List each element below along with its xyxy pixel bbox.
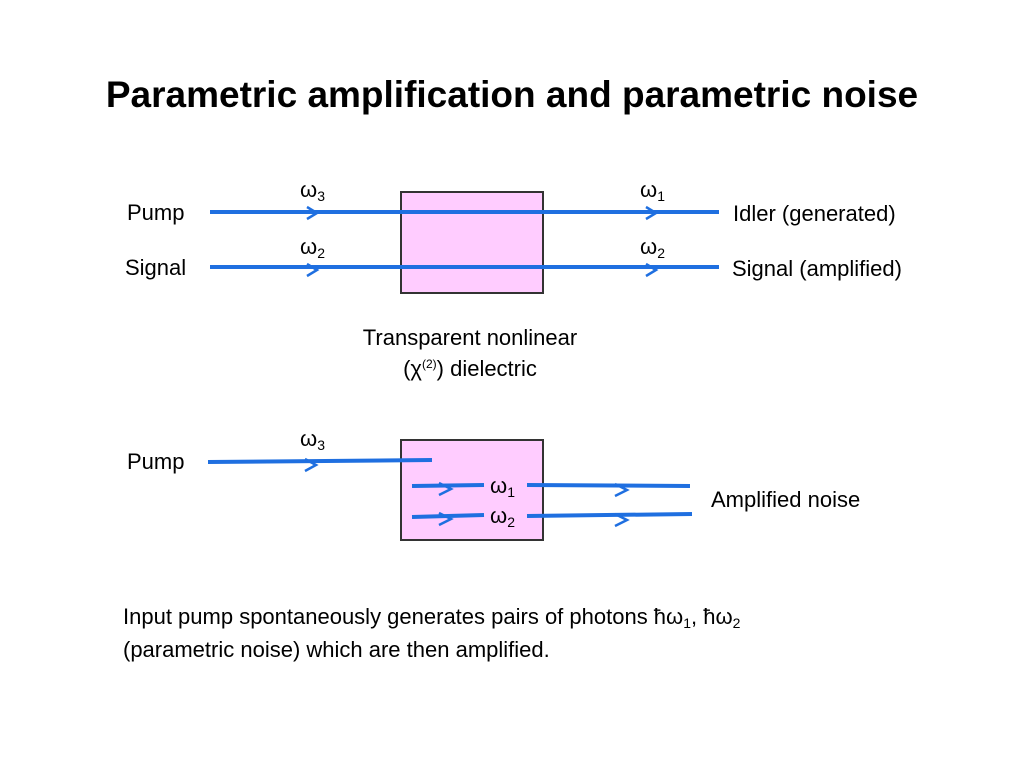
arrow-photon2-inner: [438, 511, 454, 527]
crystal-caption-line2: (χ(2)) dielectric: [403, 356, 537, 381]
note-line1: Input pump spontaneously generates pairs…: [123, 604, 741, 631]
note-line2: (parametric noise) which are then amplif…: [123, 637, 550, 662]
arrow-photon2-out: [614, 512, 630, 528]
omega3-label-bottom: ω3: [300, 426, 325, 453]
arrow-signal-in: [306, 262, 320, 278]
slide-title: Parametric amplification and parametric …: [105, 74, 919, 115]
explanation-note: Input pump spontaneously generates pairs…: [123, 600, 903, 666]
arrow-signal-out: [645, 262, 659, 278]
omega2-label-pair: ω2: [490, 503, 515, 530]
amplified-noise-label: Amplified noise: [711, 487, 861, 512]
photon2-beam-out: [526, 512, 693, 518]
omega2-label-in: ω2: [300, 234, 325, 261]
arrow-photon1-inner: [438, 481, 454, 497]
omega3-label-top: ω3: [300, 177, 325, 204]
omega2-label-out: ω2: [640, 234, 665, 261]
pump-label-top: Pump: [127, 200, 185, 225]
pump-label-bottom: Pump: [127, 449, 185, 474]
photon1-beam-inner: [411, 483, 485, 488]
omega1-label-pair: ω1: [490, 473, 515, 500]
crystal-box-bottom: [400, 439, 544, 541]
signal-label-top: Signal: [125, 255, 187, 280]
omega1-label-out: ω1: [640, 177, 665, 204]
arrow-photon1-out: [614, 482, 630, 498]
idler-label: Idler (generated): [733, 201, 896, 226]
arrow-idler-out: [645, 205, 659, 221]
crystal-caption-line1: Transparent nonlinear: [362, 325, 578, 350]
arrow-pump-in: [306, 205, 320, 221]
pump-beam-bottom: [207, 458, 433, 464]
crystal-caption: Transparent nonlinear (χ(2)) dielectric: [300, 322, 640, 384]
signal-amplified-label: Signal (amplified): [732, 256, 902, 281]
photon2-beam-inner: [411, 513, 485, 519]
arrow-pump-bottom: [304, 457, 319, 473]
photon1-beam-out: [526, 483, 691, 488]
crystal-box-top: [400, 191, 544, 294]
